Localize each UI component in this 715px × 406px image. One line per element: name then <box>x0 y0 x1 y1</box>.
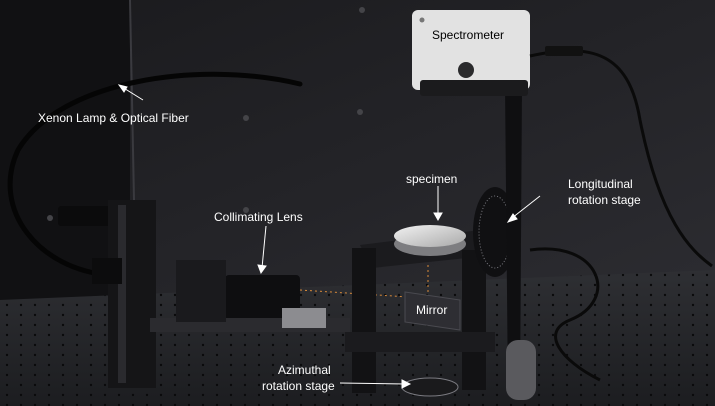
lamp-post-highlight <box>118 205 126 383</box>
spectrometer-port <box>458 62 474 78</box>
specimen-disk-top <box>394 225 466 247</box>
longitudinal-label-line1: Longitudinal <box>568 177 633 191</box>
azimuthal-label-line2: rotation stage <box>262 379 335 393</box>
lens-mount <box>176 260 226 322</box>
azimuthal-label-line1: Azimuthal <box>278 363 331 377</box>
stage-right-post <box>462 250 486 390</box>
arm-foot <box>506 340 536 400</box>
spectrometer-box <box>412 10 530 90</box>
stage-left-post <box>352 248 376 393</box>
specimen-label: specimen <box>406 172 458 186</box>
lamp-post <box>108 200 156 388</box>
spectrometer-label: Spectrometer <box>432 28 505 42</box>
lamp-clamp <box>92 258 122 284</box>
annotation-arrows <box>117 84 541 389</box>
spectrometer-arm <box>505 85 522 395</box>
spectrometer-bottom <box>420 80 528 96</box>
wall-screws <box>47 7 365 221</box>
spectrometer-screw <box>419 17 425 23</box>
collimating-lens-tube <box>225 275 300 330</box>
longitudinal-label-line2: rotation stage <box>568 193 641 207</box>
usb-plug <box>545 46 583 56</box>
stage-base <box>345 332 495 352</box>
lamp-holder <box>58 206 118 226</box>
light-path-horizontal <box>299 289 456 301</box>
usb-cable <box>529 49 713 268</box>
lens-holder <box>282 308 326 328</box>
collimating-lens-label: Collimating Lens <box>214 210 303 224</box>
xenon-lamp-label: Xenon Lamp & Optical Fiber <box>38 111 189 125</box>
azimuthal-rotation-disk <box>401 377 459 397</box>
mirror-label: Mirror <box>416 303 448 317</box>
longitudinal-rotation-wheel <box>473 187 517 277</box>
stage-cable <box>529 247 601 382</box>
mirror-plate <box>404 291 461 331</box>
optical-fiber <box>7 71 303 278</box>
